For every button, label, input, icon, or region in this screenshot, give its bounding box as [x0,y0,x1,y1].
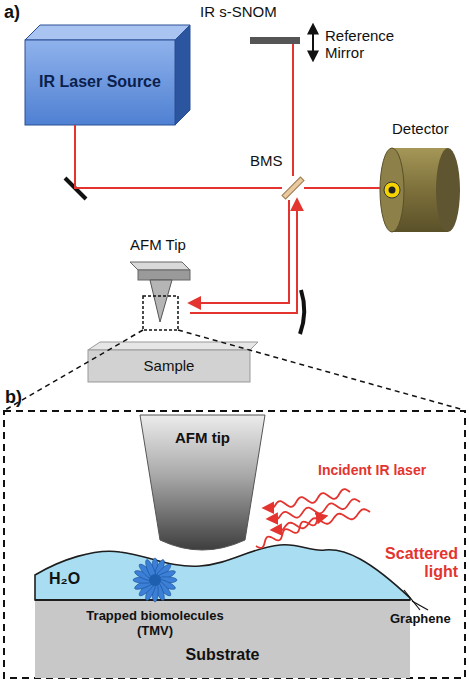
setup-title: IR s-SNOM [200,3,277,20]
zoom-box [4,411,465,678]
mirror-motion-arrow [312,25,314,60]
node-text: Sample [144,357,195,374]
sample-front [88,350,250,382]
node-text: Detector [392,120,449,137]
zoom-panel: b)AFM tipH₂OTrapped biomolecules (TMV)Su… [3,410,466,678]
laser-box-top [25,25,190,40]
cantilever-front [138,270,190,280]
reference-mirror [250,37,300,44]
laser-waves [256,489,370,548]
water-layer [35,545,410,600]
laser-beam [75,125,282,188]
biomolecule: Trapped biomolecules (TMV) [133,558,177,602]
beam-label: Incident IR laser [318,462,426,478]
afm-tip: AFM Tip [128,258,190,332]
graphene-sheet [35,599,410,601]
node-text: BMS [250,152,283,169]
afm-tip-cone [150,280,172,322]
zoom-line [5,330,143,410]
node-text: b) [5,387,22,408]
sample: Sample [88,350,250,382]
zoom-line [178,330,464,410]
beam-splitter: BMS [282,176,304,200]
node-text: Trapped biomolecules (TMV) [75,609,235,639]
tmv-core [149,574,161,586]
node-text: H₂O [49,570,80,588]
laser-box-side [175,25,190,125]
node-text: Reference Mirror [325,27,405,62]
panel-letter: a) [4,2,20,23]
reference-mirror: Reference Mirror [250,37,300,44]
leader-line [404,590,420,610]
cantilever-top [130,262,190,270]
tmv-virus [133,558,177,602]
beam-splitter [282,177,304,199]
layer-label: Graphene [390,612,451,627]
parabolic-mirror [300,290,304,334]
laser-wave [272,509,370,531]
afm-tip: AFM tip [140,415,265,545]
laser-wave [256,516,326,548]
node-text: Substrate [35,646,410,664]
detector-end [436,148,460,232]
water-layer: H₂O Trapped biomolecules (TMV) [35,540,410,600]
afm-tip-body [140,415,265,550]
laser-beam [304,187,380,189]
leader-line [412,601,428,610]
detector-face [380,148,404,232]
laser-source: IR Laser Source [25,40,175,125]
detector-lens [384,182,400,198]
node-text: AFM tip [175,429,230,446]
beam-label: Scattered light [366,545,458,582]
laser-beam [190,200,289,303]
detector-aperture [389,187,396,194]
laser-beam [292,44,294,176]
laser-beam [190,200,297,313]
detector: Detector [380,148,460,234]
substrate [35,600,410,678]
zoom-marker [143,296,178,330]
laser-box-front [25,40,175,125]
node-text: IR Laser Source [39,73,161,91]
node-text: AFM Tip [130,236,186,253]
